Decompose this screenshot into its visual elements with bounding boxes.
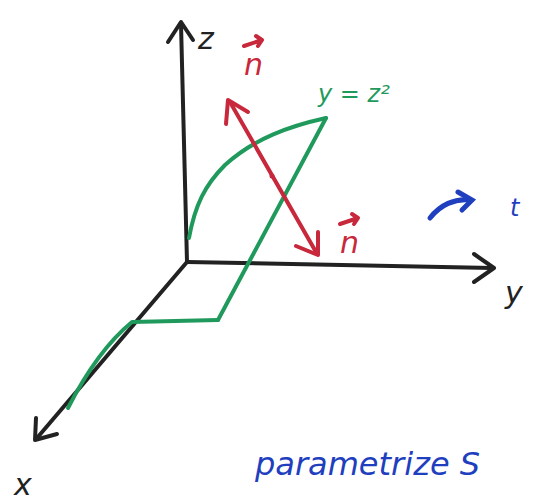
axis-label: z	[198, 24, 214, 54]
axis-label: y	[505, 278, 523, 308]
normal-head-down	[296, 232, 318, 255]
vector-arrow-mark	[340, 214, 358, 224]
y-arrowhead	[474, 254, 494, 282]
top-edge	[218, 118, 326, 320]
vector-arrow-mark	[244, 36, 262, 46]
surface-sheet	[68, 118, 326, 408]
task-note: parametrize S	[255, 448, 480, 480]
normal-label: n	[340, 228, 359, 258]
z-arrowhead	[168, 22, 193, 42]
normal-vectors	[226, 36, 358, 255]
orientation-label: t	[510, 196, 519, 220]
x-arrowhead	[35, 418, 57, 440]
surface-equation: y = z²	[318, 82, 390, 106]
x-axis	[37, 262, 187, 438]
normal-label: n	[244, 50, 263, 80]
back-curve	[189, 118, 326, 238]
y-axis	[187, 262, 492, 268]
orientation-arc	[430, 192, 472, 218]
front-curve	[68, 320, 218, 408]
normal-head-up	[226, 100, 248, 124]
axis-label: x	[14, 470, 32, 500]
midpoint-dot	[270, 174, 275, 179]
arc-head	[458, 192, 472, 210]
normal-line	[230, 102, 316, 252]
z-axis	[181, 24, 187, 262]
